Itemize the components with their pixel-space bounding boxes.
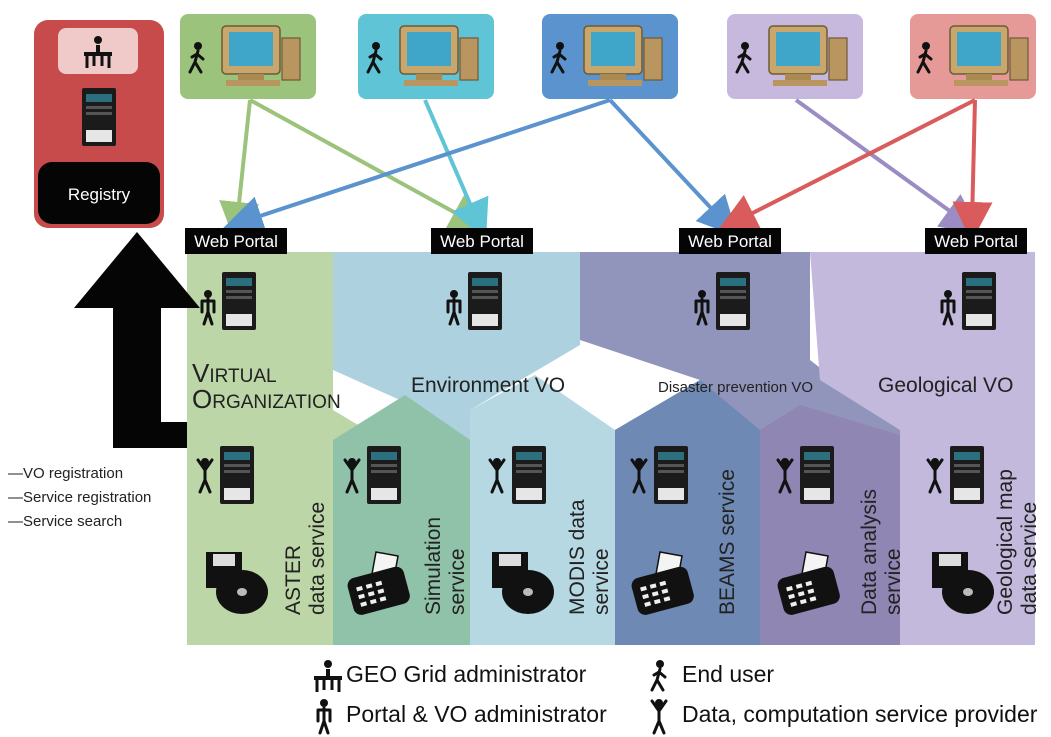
arrow-green-1 [219, 99, 260, 242]
vo-label-environment: Environment VO [411, 374, 565, 397]
end-user-icon [650, 658, 667, 692]
server-icon [800, 446, 834, 504]
arrow-blue-1 [223, 98, 611, 235]
vo-label-virtual-organization-2: ORGANIZATION [192, 384, 341, 414]
arrow-blue-2 [608, 98, 738, 237]
legend-provider: Data, computation service provider [682, 701, 1038, 727]
arrow-purple-1 [794, 98, 982, 234]
arrow-red-2 [952, 99, 993, 242]
web-portal-label: Web Portal [440, 232, 524, 251]
web-portal-label: Web Portal [688, 232, 772, 251]
service-label: service [446, 548, 469, 615]
portal-admin-icon [316, 697, 332, 735]
service-label: Geological map [994, 469, 1017, 615]
note-vo-registration: —VO registration [8, 465, 123, 482]
server-icon [222, 272, 256, 330]
note-service-registration: —Service registration [8, 489, 151, 506]
service-label: BEAMS service [716, 469, 739, 615]
web-portal-label: Web Portal [194, 232, 278, 251]
legend-geo-admin: GEO Grid administrator [346, 661, 587, 687]
arrow-green-2 [249, 98, 490, 232]
geo-admin-icon [312, 658, 344, 694]
vo-region-geological [810, 252, 1035, 645]
web-portal-badge [925, 228, 1027, 254]
web-portal-badge [431, 228, 533, 254]
vo-label-geological: Geological VO [878, 374, 1013, 397]
service-label: ASTER [282, 545, 305, 615]
vo-label-virtual-organization: VIRTUAL [192, 358, 277, 388]
legend-end-user: End user [682, 661, 774, 687]
server-icon [962, 272, 996, 330]
server-icon [512, 446, 546, 504]
web-portal-badge [185, 228, 287, 254]
server-icon [716, 272, 750, 330]
note-service-search: —Service search [8, 513, 122, 530]
vo-label-disaster: Disaster prevention VO [658, 379, 813, 396]
arrow-cyan-1 [423, 99, 489, 241]
web-portal-badge [679, 228, 781, 254]
registry-label: Registry [68, 185, 131, 204]
service-label: data service [1018, 502, 1041, 615]
service-label: data service [306, 502, 329, 615]
server-icon [654, 446, 688, 504]
server-icon [468, 272, 502, 330]
service-label: Data analysis [858, 489, 881, 615]
registry-arrow [74, 232, 200, 448]
server-icon [82, 88, 116, 146]
service-label: Simulation [422, 517, 445, 615]
arrow-red-1 [717, 98, 976, 232]
service-label: service [882, 548, 905, 615]
web-portal-label: Web Portal [934, 232, 1018, 251]
server-icon [220, 446, 254, 504]
server-icon [950, 446, 984, 504]
service-label: MODIS data [566, 499, 589, 615]
server-icon [367, 446, 401, 504]
service-label: service [590, 548, 613, 615]
registry-label-box [38, 162, 160, 224]
service-provider-icon [650, 697, 668, 735]
legend-portal-admin: Portal & VO administrator [346, 701, 607, 727]
